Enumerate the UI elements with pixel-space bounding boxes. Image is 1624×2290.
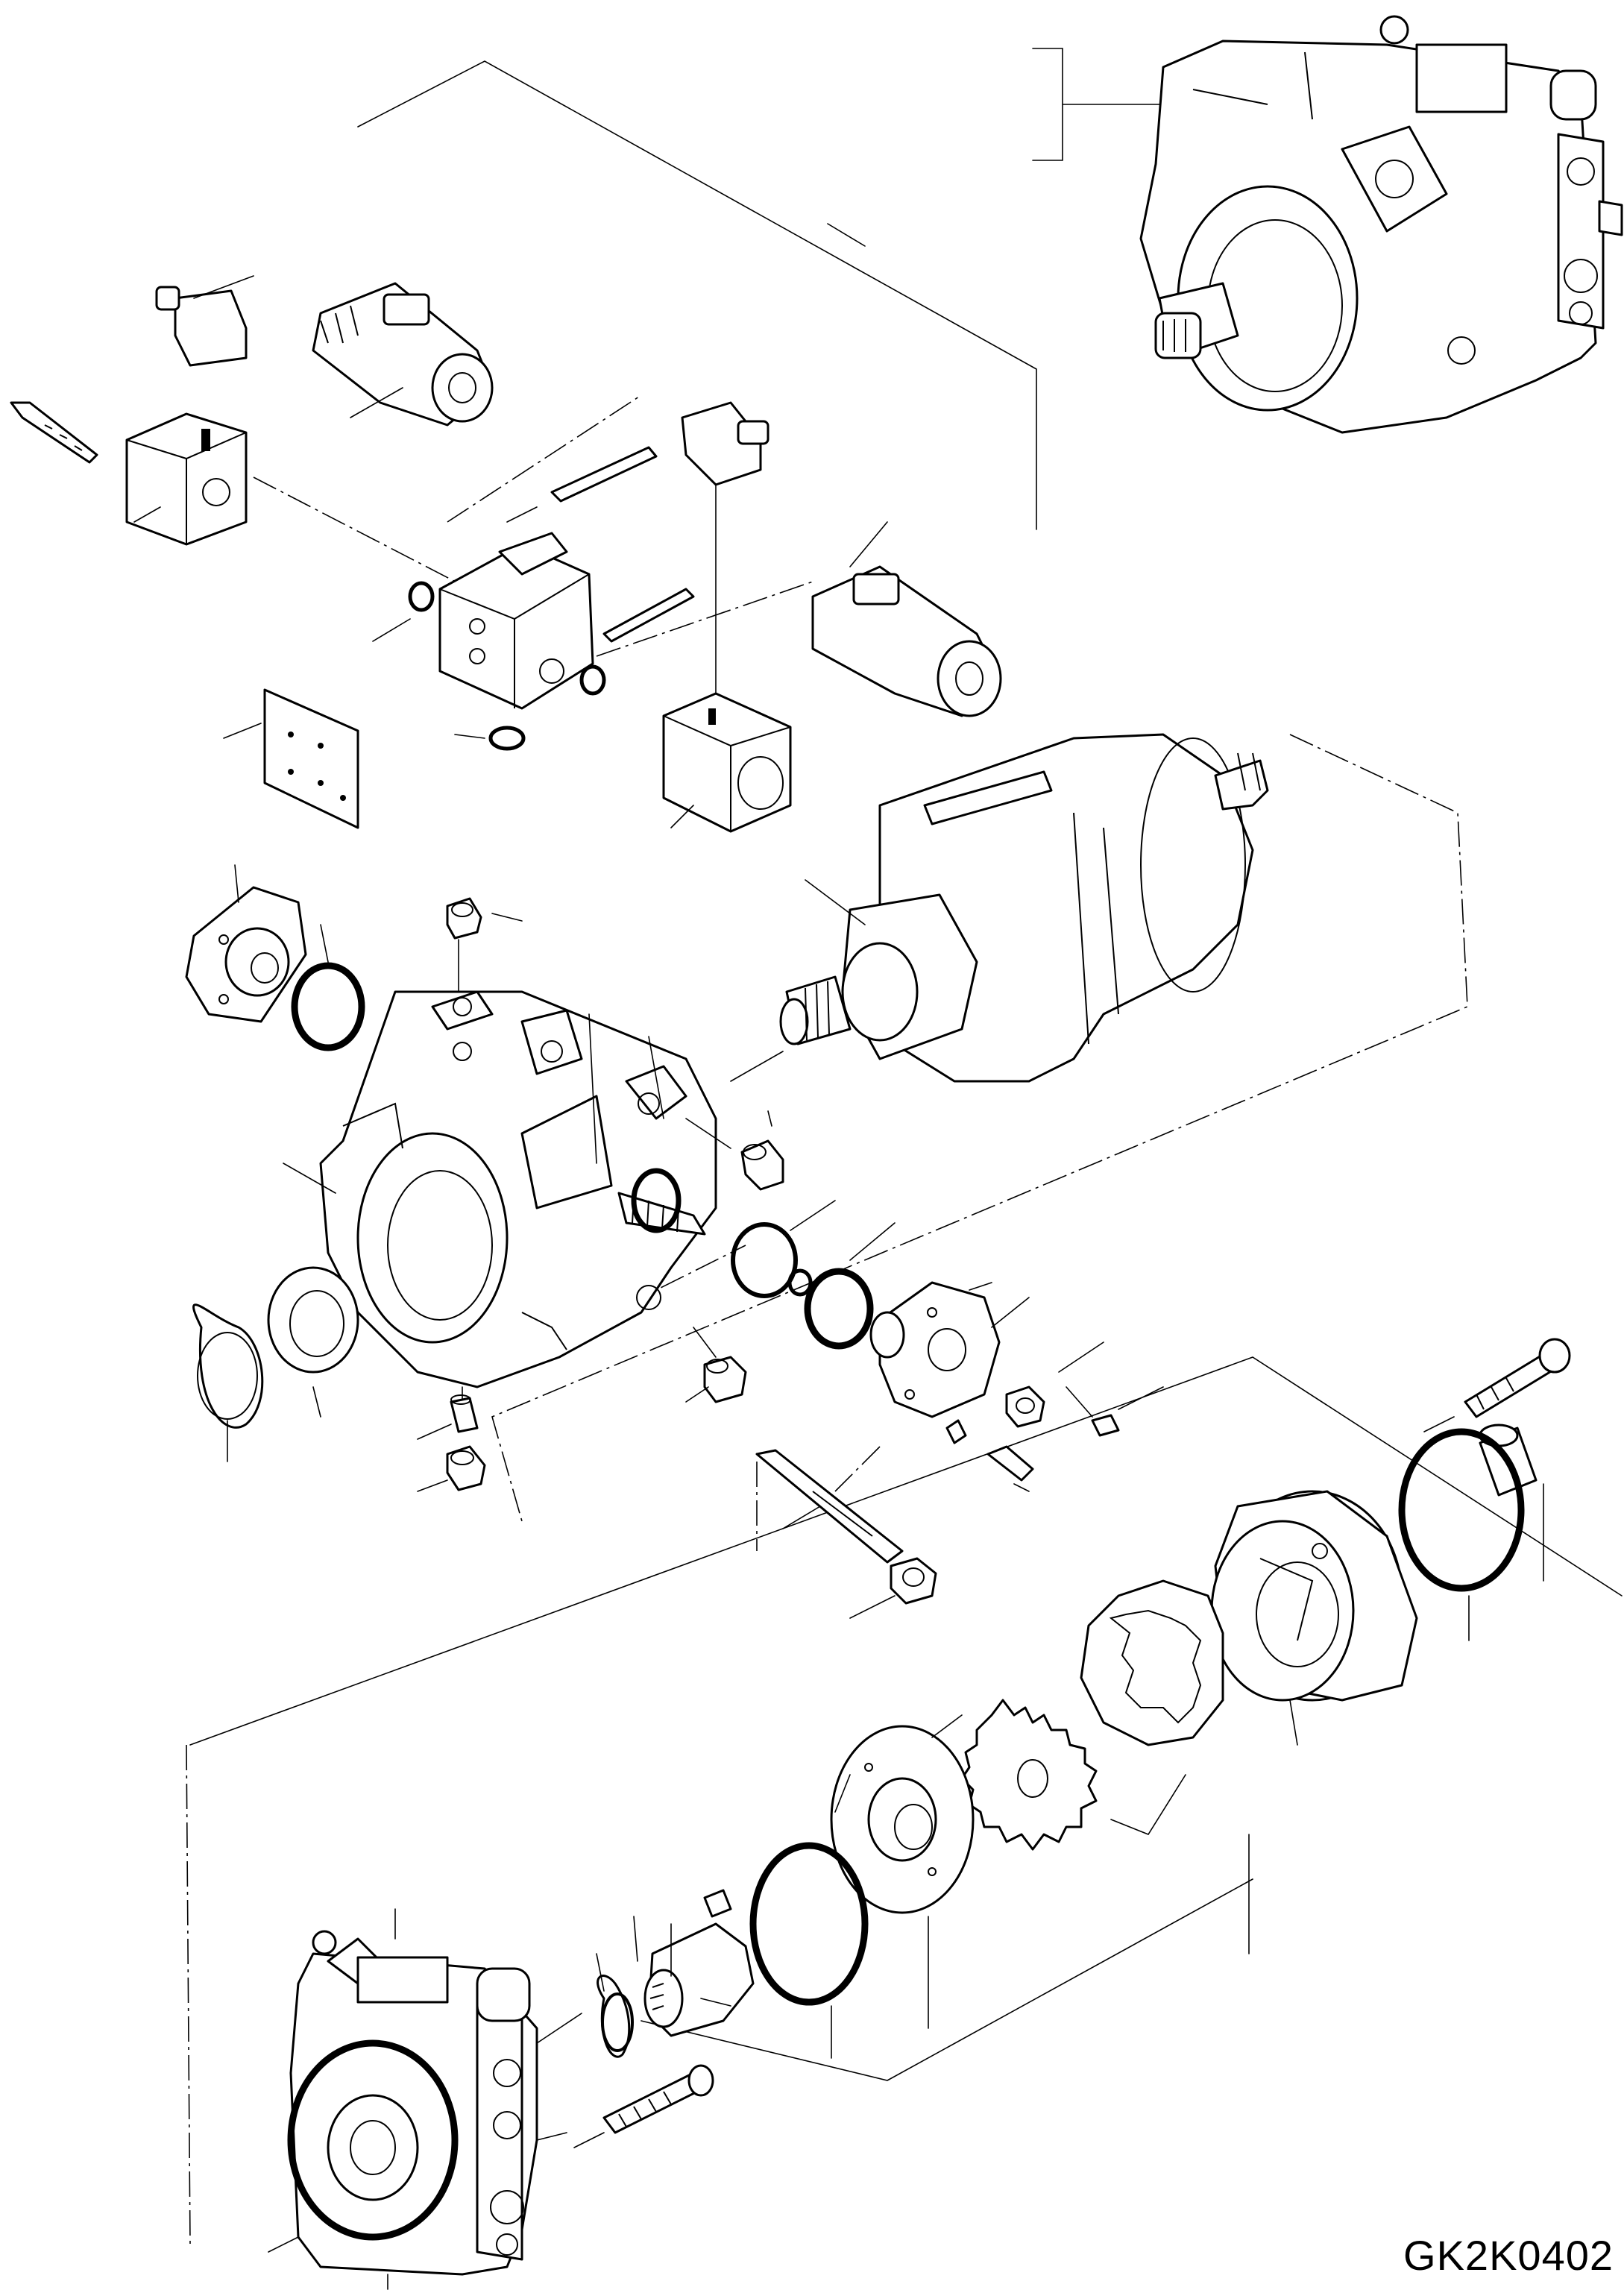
connector-plug-icon [681,401,769,694]
coupling-icon [643,1889,755,2037]
connector-plug-icon [155,275,254,367]
o-ring-icon [731,1200,896,1350]
o-ring-icon [372,581,606,751]
shaft-seal-icon [267,1266,359,1418]
adjusting-screw-icon [755,1449,904,1564]
grouping-dash-lines [186,60,1623,2245]
bolt-icon [10,401,98,464]
gasket-icon [223,688,359,829]
plate-icon [830,1725,975,2029]
nut-icon [849,1557,937,1619]
end-cover-icon [268,1908,582,2290]
bolt-icon [573,2064,714,2148]
snap-ring-icon [596,1953,634,2058]
leader-lines [633,1714,963,2007]
valve-block-icon [125,412,248,546]
rotating-group-icon [730,733,1269,1083]
flange-icon [185,864,307,1023]
solenoid-coil-icon [811,521,1002,717]
snap-ring-icon [192,1303,264,1462]
o-ring-icon [749,1842,869,2059]
plug-icon [685,1110,784,1191]
nut-icon [945,1341,1164,1492]
pump-housing-icon [283,990,717,1410]
screw-icon [417,1445,486,1492]
pin-icon [417,1394,479,1440]
gear-icon [960,1579,1224,1851]
pump-assembly-icon [1032,15,1623,434]
valve-block-icon [438,532,594,710]
pump-housing-icon [1210,1490,1418,1746]
o-ring-icon [291,924,365,1051]
adjusting-screw-icon [588,1013,706,1236]
screw-icon [446,897,523,1000]
bolt-icon [506,446,695,643]
valve-block-icon [662,692,792,833]
solenoid-coil-icon [312,282,494,427]
flange-icon [869,1281,1030,1418]
drawing-code-label: GK2K0402 [1403,2232,1614,2279]
bolt-icon [1423,1338,1571,1432]
o-ring-icon [1398,1428,1525,1641]
plug-icon [685,1327,747,1403]
